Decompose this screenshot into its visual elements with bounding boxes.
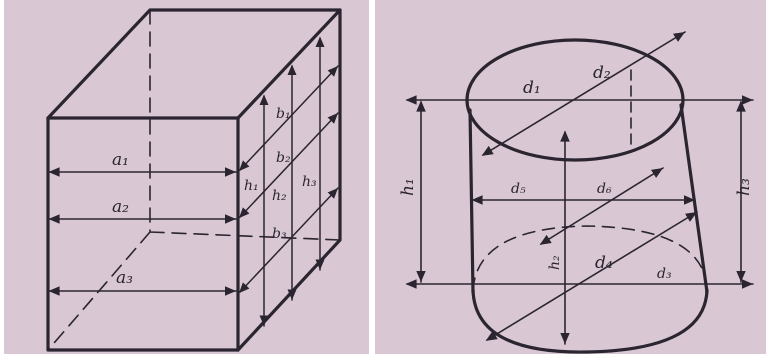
label-h1: h₁ bbox=[398, 178, 418, 196]
label-b1: b₁ bbox=[276, 106, 291, 122]
label-d1: d₁ bbox=[523, 78, 541, 98]
label-h3: h₃ bbox=[302, 174, 317, 190]
label-a2: a₂ bbox=[112, 197, 129, 217]
cylinder-figure: d₁ d₂ d₅ d₆ d₄ d₃ h₁ h₂ h₃ bbox=[375, 0, 766, 354]
label-a1: a₁ bbox=[112, 150, 129, 170]
label-d6: d₆ bbox=[597, 181, 612, 197]
dimension-line-d2 bbox=[481, 31, 686, 156]
label-h2: h₂ bbox=[272, 188, 287, 204]
cylinder-figure-panel: d₁ d₂ d₅ d₆ d₄ d₃ h₁ h₂ h₃ bbox=[375, 0, 766, 354]
label-h3: h₃ bbox=[734, 178, 754, 196]
label-b2: b₂ bbox=[276, 150, 291, 166]
label-h2: h₂ bbox=[547, 255, 563, 270]
label-h1: h₁ bbox=[244, 178, 259, 194]
box-figure-panel: a₁ a₂ a₃ b₁ b₂ b₃ h₁ h₂ h₃ bbox=[4, 0, 369, 354]
label-d4: d₄ bbox=[595, 253, 613, 273]
label-d3: d₃ bbox=[657, 266, 672, 282]
label-d5: d₅ bbox=[511, 181, 526, 197]
box-figure: a₁ a₂ a₃ b₁ b₂ b₃ h₁ h₂ h₃ bbox=[4, 0, 369, 354]
label-d2: d₂ bbox=[593, 63, 611, 83]
label-b3: b₃ bbox=[272, 226, 287, 242]
dimension-line-d4 bbox=[485, 211, 698, 341]
label-a3: a₃ bbox=[116, 268, 133, 288]
box-top-face bbox=[46, 8, 342, 120]
paper-background bbox=[375, 0, 766, 354]
